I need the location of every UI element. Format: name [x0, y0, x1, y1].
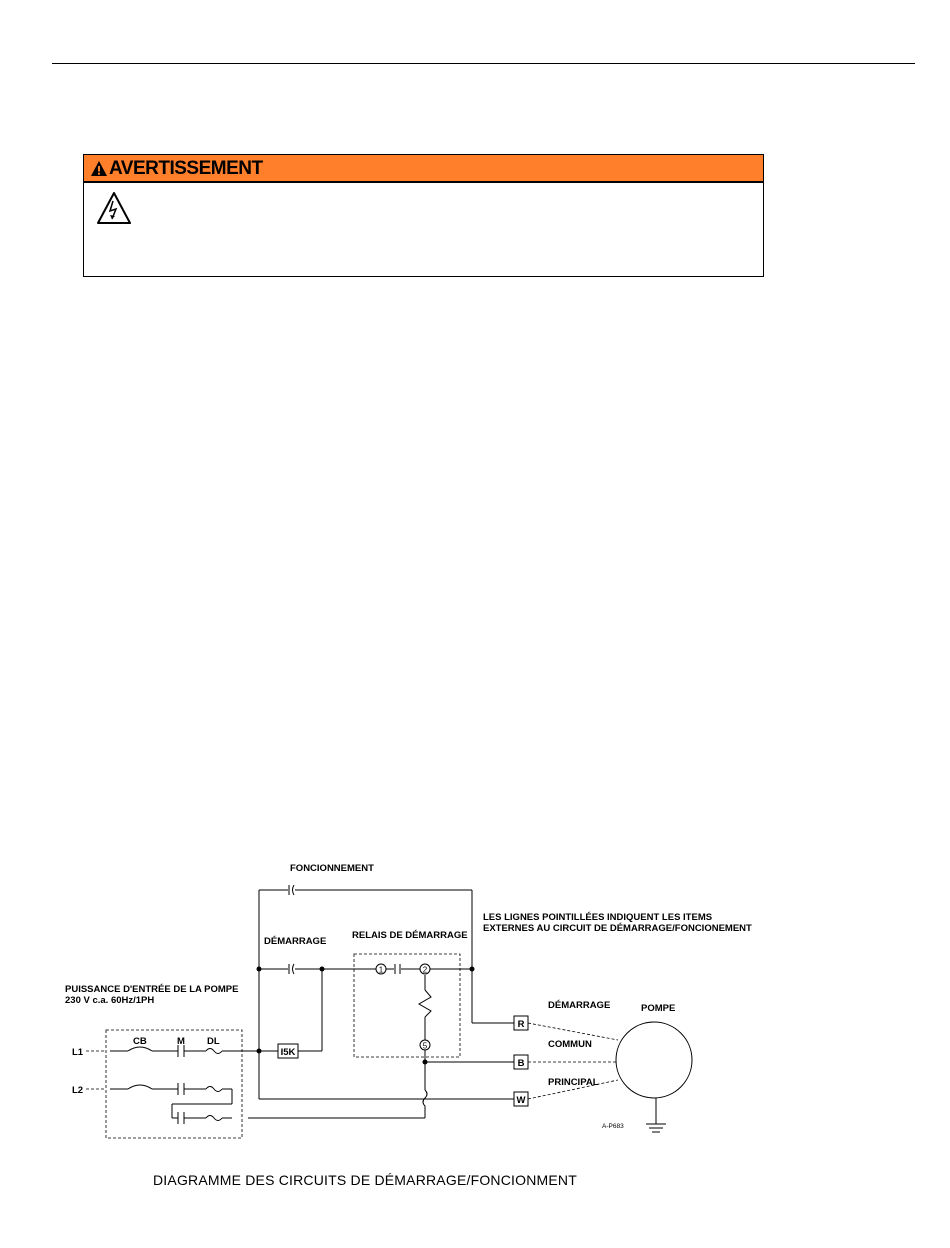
note-line-1: LES LIGNES POINTILLÉES INDIQUENT LES ITE… — [483, 912, 712, 923]
label-relais: RELAIS DE DÉMARRAGE — [352, 930, 468, 941]
diagram-caption: DIAGRAMME DES CIRCUITS DE DÉMARRAGE/FONC… — [153, 1172, 577, 1188]
label-l2: L2 — [72, 1085, 83, 1096]
warning-header: AVERTISSEMENT — [84, 155, 763, 183]
terminal-w-label: W — [517, 1095, 526, 1106]
label-dl: DL — [207, 1036, 220, 1047]
circuit-diagram: 1 2 5 I5K R B W FONCIONNEMENT DÉMARRAGE … — [65, 863, 752, 1139]
warning-box: AVERTISSEMENT — [83, 154, 764, 277]
i5k-resistor-label: I5K — [281, 1047, 296, 1058]
top-rule — [52, 63, 915, 64]
label-foncionnement: FONCIONNEMENT — [290, 863, 374, 874]
note-line-2: EXTERNES AU CIRCUIT DE DÉMARRAGE/FONCION… — [483, 923, 752, 934]
relay-node-2: 2 — [423, 966, 428, 975]
label-demarrage-top: DÉMARRAGE — [264, 936, 326, 947]
label-cb: CB — [133, 1036, 147, 1047]
relay-node-1: 1 — [379, 966, 384, 975]
terminal-b-label: B — [518, 1058, 525, 1069]
label-demarrage-right: DÉMARRAGE — [548, 1000, 610, 1011]
label-m: M — [177, 1036, 185, 1047]
drawing-number: A-P683 — [602, 1123, 624, 1130]
label-principal: PRINCIPAL — [548, 1077, 599, 1088]
relay-node-5: 5 — [423, 1042, 428, 1051]
electric-shock-icon — [97, 192, 131, 224]
terminal-r-label: R — [518, 1019, 525, 1030]
label-commun: COMMUN — [548, 1039, 592, 1050]
warning-title: AVERTISSEMENT — [109, 157, 263, 179]
power-label-line-2: 230 V c.a. 60Hz/1PH — [65, 995, 154, 1006]
warning-triangle-icon — [91, 160, 107, 176]
label-l1: L1 — [72, 1047, 84, 1058]
label-pompe: POMPE — [641, 1003, 675, 1014]
power-label-line-1: PUISSANCE D'ENTRÉE DE LA POMPE — [65, 984, 238, 995]
